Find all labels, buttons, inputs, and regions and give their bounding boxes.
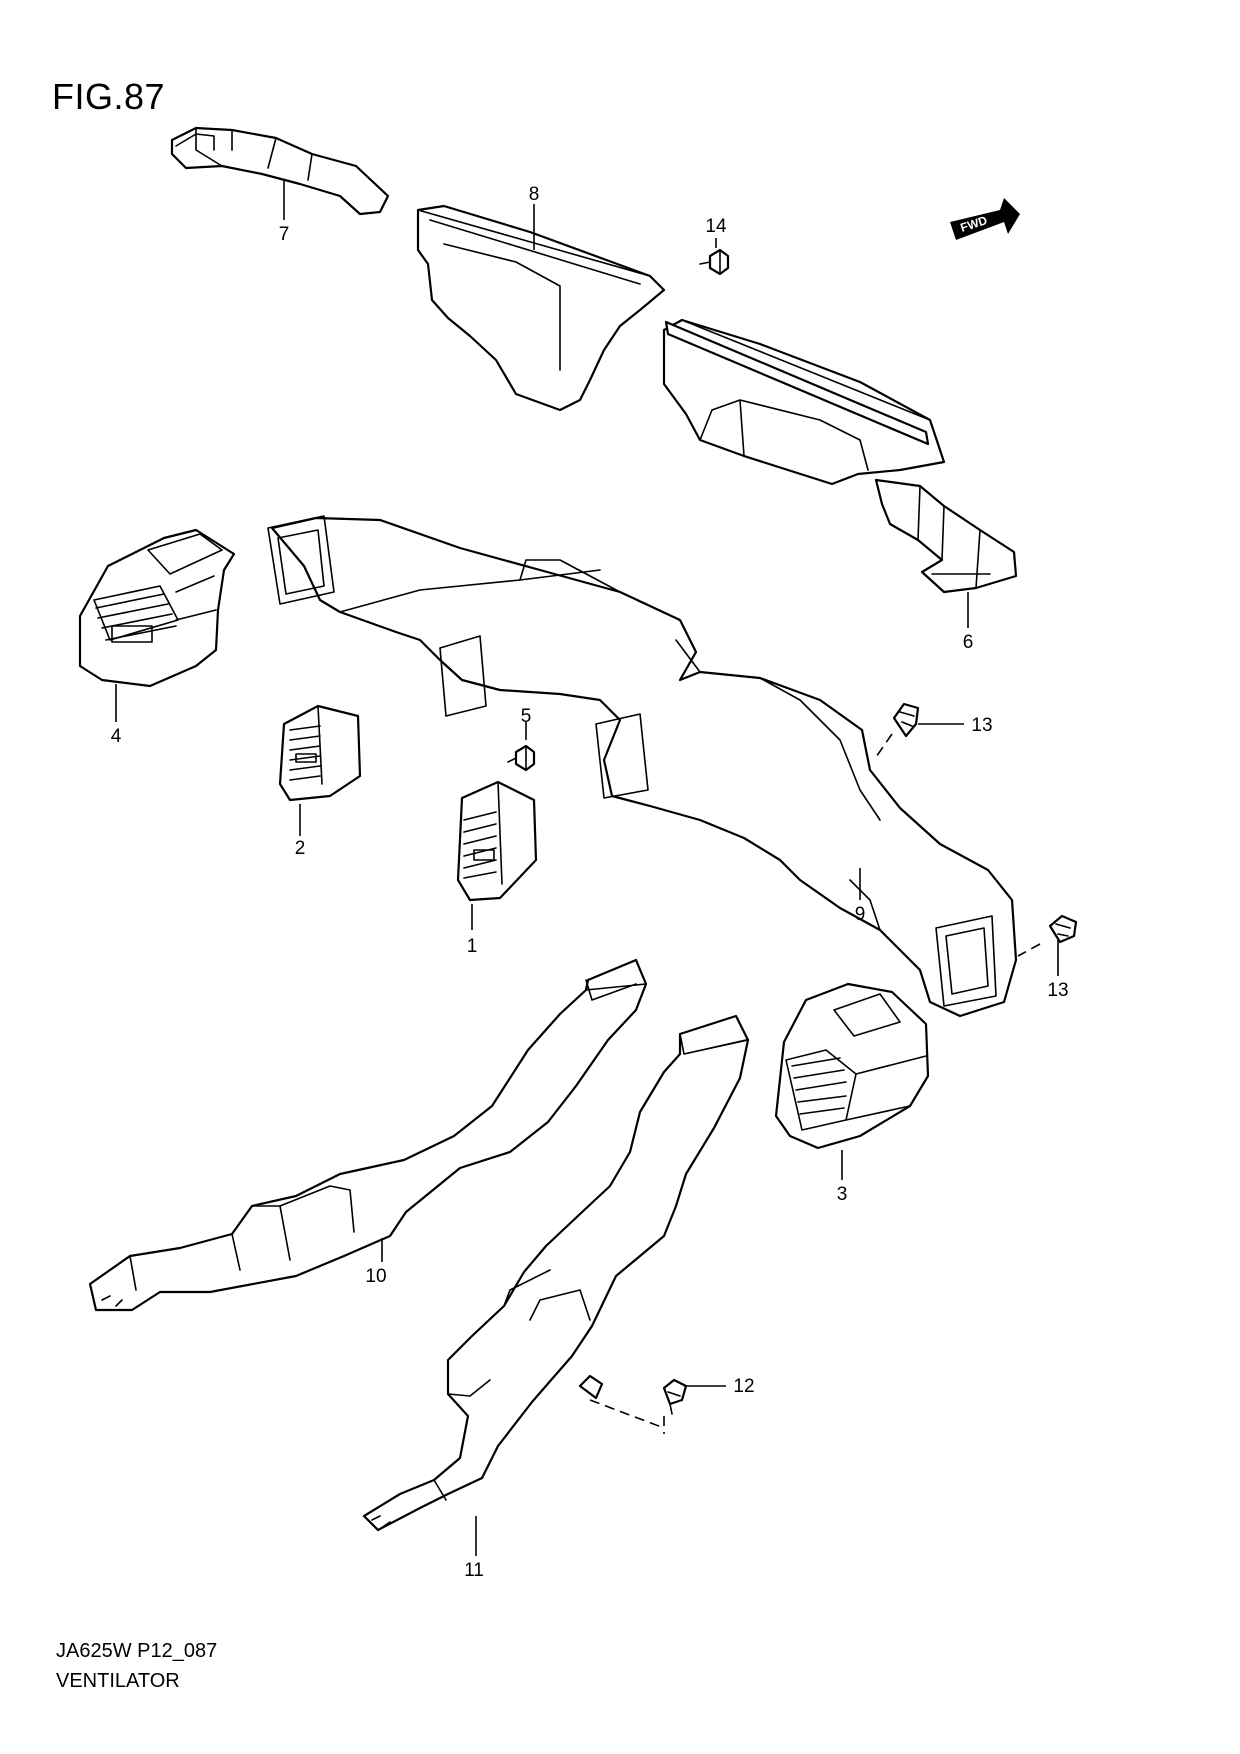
part-4-side-outlet[interactable] (78, 528, 236, 688)
callout-2: 2 (295, 838, 306, 859)
callout-14: 14 (705, 216, 727, 237)
callout-5: 5 (521, 706, 532, 727)
part-11-floor-duct[interactable] (362, 1014, 750, 1532)
callout-12: 12 (733, 1376, 754, 1397)
part-12-clip[interactable] (662, 1378, 688, 1415)
callout-7: 7 (279, 224, 290, 245)
part-6-duct[interactable] (874, 478, 1018, 594)
callout-3: 3 (837, 1184, 848, 1205)
part-9-main-duct[interactable] (267, 515, 1018, 1018)
fwd-arrow-icon: FWD (950, 198, 1020, 240)
part-13-clip-upper[interactable] (892, 702, 920, 738)
part-10-floor-duct[interactable] (88, 958, 648, 1312)
callout-9: 9 (855, 904, 866, 925)
callout-11: 11 (464, 1560, 484, 1581)
callout-4: 4 (111, 726, 122, 747)
part-7-duct[interactable] (170, 126, 390, 216)
part-13-clip-lower[interactable] (1048, 914, 1078, 944)
diagram-name: VENTILATOR (56, 1670, 180, 1692)
callout-labels: 1 2 3 4 5 6 7 8 9 10 11 12 13 13 14 (111, 184, 1069, 1581)
figure-title: FIG.87 (52, 76, 166, 117)
part-5-screw[interactable] (507, 744, 536, 772)
part-1-vent-grille[interactable] (456, 780, 538, 902)
part-3-round-outlet[interactable] (774, 982, 930, 1150)
callout-13-lower: 13 (1047, 980, 1068, 1001)
callout-1: 1 (467, 936, 478, 957)
part-14-screw[interactable] (699, 248, 730, 276)
callout-6: 6 (963, 632, 974, 653)
part-8-center-duct[interactable] (416, 204, 946, 486)
diagram-code: JA625W P12_087 (56, 1640, 218, 1662)
callout-8: 8 (529, 184, 540, 205)
part-2-vent-grille[interactable] (278, 704, 362, 802)
callout-10: 10 (365, 1266, 386, 1287)
callout-13-upper: 13 (971, 715, 992, 736)
leader-lines (115, 180, 1059, 1556)
